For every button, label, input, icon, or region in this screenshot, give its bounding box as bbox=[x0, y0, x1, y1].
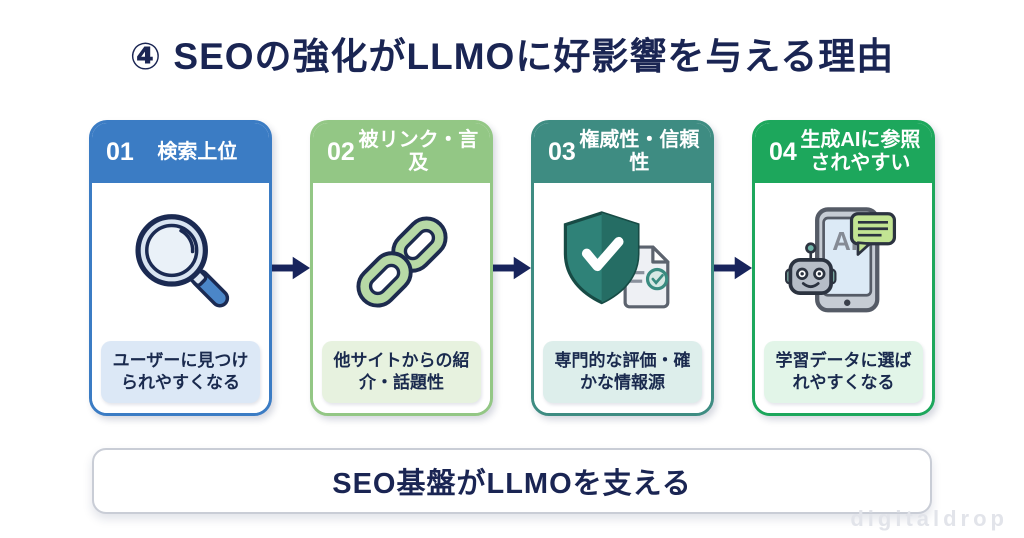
steps-row: 01 検索上位 ユーザーに見つけられやすくなる bbox=[89, 120, 935, 416]
step-card-header: 01 検索上位 bbox=[92, 123, 269, 183]
step-card-header: 02 被リンク・言及 bbox=[313, 123, 490, 183]
step-title: 検索上位 bbox=[157, 140, 238, 163]
ai-tablet-icon: AI bbox=[755, 183, 932, 341]
step-number: 03 bbox=[548, 137, 576, 166]
arrow-right-icon bbox=[272, 120, 310, 416]
step-title: 被リンク・言及 bbox=[358, 129, 479, 174]
step-card-backlinks: 02 被リンク・言及 他サイトからの紹介・話題性 bbox=[310, 120, 493, 416]
step-number: 04 bbox=[769, 137, 797, 166]
step-caption: 学習データに選ばれやすくなる bbox=[764, 340, 923, 403]
step-card-authority: 03 権威性・信頼性 専門 bbox=[531, 120, 714, 416]
step-title: 生成AIに参照されやすい bbox=[800, 129, 921, 174]
step-card-header: 03 権威性・信頼性 bbox=[534, 123, 711, 183]
step-title: 権威性・信頼性 bbox=[579, 129, 700, 174]
step-caption: 他サイトからの紹介・話題性 bbox=[322, 340, 481, 403]
arrow-right-icon bbox=[714, 120, 752, 416]
step-number: 01 bbox=[106, 137, 134, 166]
step-card-body: 専門的な評価・確かな情報源 bbox=[534, 183, 711, 413]
step-card-body: 他サイトからの紹介・話題性 bbox=[313, 183, 490, 413]
step-number: 02 bbox=[327, 137, 355, 166]
step-caption: 専門的な評価・確かな情報源 bbox=[543, 340, 702, 403]
summary-banner: SEO基盤がLLMOを支える bbox=[92, 448, 932, 514]
magnifier-icon bbox=[92, 183, 269, 341]
summary-banner-text: SEO基盤がLLMOを支える bbox=[332, 468, 692, 500]
step-card-search-ranking: 01 検索上位 ユーザーに見つけられやすくなる bbox=[89, 120, 272, 416]
step-caption: ユーザーに見つけられやすくなる bbox=[101, 340, 260, 403]
arrow-right-icon bbox=[493, 120, 531, 416]
watermark: digitaldrop bbox=[850, 506, 1008, 531]
shield-check-icon bbox=[534, 183, 711, 341]
step-card-generative-ai: 04 生成AIに参照されやすい AI bbox=[752, 120, 935, 416]
step-card-body: ユーザーに見つけられやすくなる bbox=[92, 183, 269, 413]
page-title: ④ SEOの強化がLLMOに好影響を与える理由 bbox=[129, 36, 895, 77]
step-card-body: AI bbox=[755, 183, 932, 413]
step-card-header: 04 生成AIに参照されやすい bbox=[755, 123, 932, 183]
chain-link-icon bbox=[313, 183, 490, 341]
